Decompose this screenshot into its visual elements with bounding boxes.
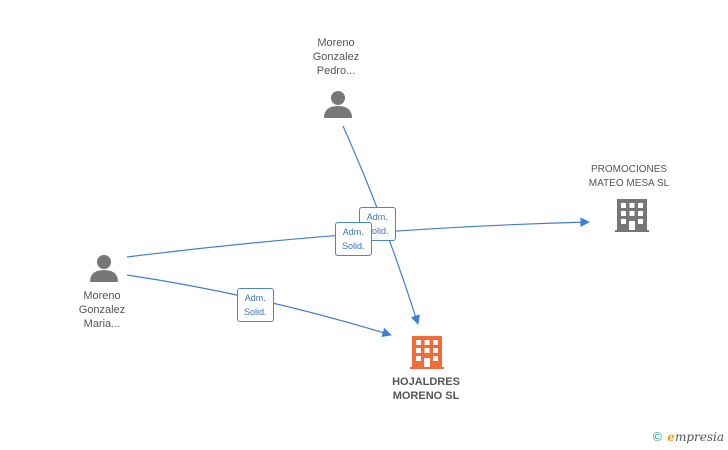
brand-initial: e bbox=[667, 430, 675, 444]
copyright-icon: © bbox=[651, 430, 664, 444]
person-icon[interactable] bbox=[90, 255, 118, 282]
node-label-hojaldres[interactable]: HOJALDRES MORENO SL bbox=[376, 375, 476, 403]
brand-name: mpresia bbox=[674, 430, 724, 444]
edge-badge-line: Solid. bbox=[366, 226, 389, 236]
node-label-line: Maria... bbox=[83, 318, 121, 330]
node-label-line: Moreno bbox=[317, 37, 355, 49]
node-label-pedro[interactable]: Moreno Gonzalez Pedro... bbox=[300, 36, 372, 78]
edge-badge-maria-hojaldres[interactable]: Adm. Solid. bbox=[237, 288, 274, 322]
node-label-line: MATEO MESA SL bbox=[588, 178, 670, 189]
edge-badge-line: Solid. bbox=[244, 307, 267, 317]
node-label-line: PROMOCIONES bbox=[590, 164, 668, 175]
person-icon[interactable] bbox=[324, 91, 352, 118]
edge-badge-maria-promociones[interactable]: Adm. Solid. bbox=[335, 222, 372, 256]
node-label-line: HOJALDRES bbox=[392, 376, 460, 388]
edge-badge-line: Solid. bbox=[342, 241, 365, 251]
node-label-line: Pedro... bbox=[316, 65, 356, 77]
edge-badge-line: Adm. bbox=[366, 212, 388, 222]
node-label-line: Gonzalez bbox=[312, 51, 360, 63]
footer-brand[interactable]: ©empresia bbox=[651, 430, 724, 444]
node-label-line: Gonzalez bbox=[78, 304, 126, 316]
edge-badge-line: Adm. bbox=[244, 293, 266, 303]
building-icon[interactable] bbox=[410, 336, 444, 369]
edge-badge-line: Adm. bbox=[342, 227, 364, 237]
node-label-promociones[interactable]: PROMOCIONES MATEO MESA SL bbox=[579, 163, 679, 191]
building-icon[interactable] bbox=[615, 199, 649, 232]
node-label-line: MORENO SL bbox=[392, 390, 460, 402]
node-label-line: Moreno bbox=[83, 290, 121, 302]
node-label-maria[interactable]: Moreno Gonzalez Maria... bbox=[66, 289, 138, 331]
